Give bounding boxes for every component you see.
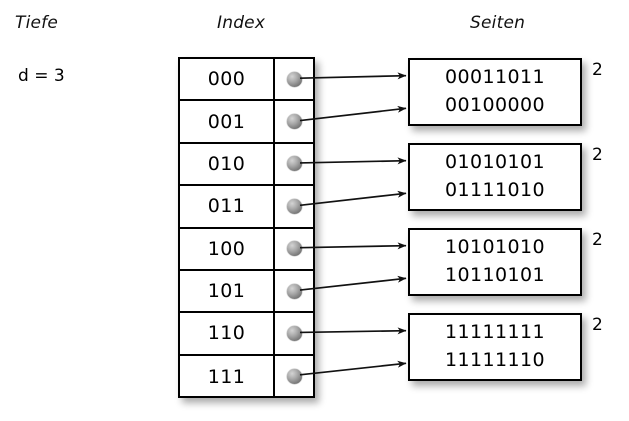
pointer-arrow <box>299 242 407 250</box>
page-local-depth: 2 <box>592 230 603 250</box>
column-header-tiefe: Tiefe <box>15 13 59 33</box>
index-pointer-cell <box>273 59 313 100</box>
index-key: 110 <box>207 322 246 345</box>
index-key: 100 <box>207 237 246 260</box>
index-pointer-cell <box>273 270 313 312</box>
index-row: 110 <box>180 313 313 356</box>
pointer-dot-icon <box>286 283 302 299</box>
page-local-depth: 2 <box>592 145 603 165</box>
pointer-arrow <box>299 105 407 122</box>
page-record: 10110101 <box>445 264 545 286</box>
pointer-dot-icon <box>286 369 302 385</box>
index-row: 000 <box>180 59 313 102</box>
index-key: 111 <box>207 365 246 388</box>
index-pointer-cell <box>273 355 313 398</box>
page-record: 01010101 <box>445 151 545 174</box>
index-pointer-cell <box>273 143 313 185</box>
page-local-depth: 2 <box>592 60 603 80</box>
pointer-dot-icon <box>286 71 302 87</box>
page-box: 01010101 01111010 <box>408 143 582 211</box>
index-key: 000 <box>207 68 246 91</box>
depth-value-label: d = 3 <box>18 66 65 86</box>
page-box: 11111111 11111110 <box>408 313 582 381</box>
pointer-dot-icon <box>286 325 302 341</box>
pointer-arrow <box>299 327 407 335</box>
page-box: 00011011 00100000 <box>408 58 582 126</box>
pointer-dot-icon <box>286 114 302 130</box>
index-table: 000 001 010 011 100 101 110 111 <box>178 57 315 398</box>
column-header-seiten: Seiten <box>470 13 526 33</box>
page-record: 11111111 <box>445 321 545 344</box>
page-record: 11111110 <box>445 349 545 371</box>
index-pointer-cell <box>273 228 313 269</box>
page-record: 01111010 <box>445 179 545 201</box>
page-record: 00011011 <box>445 66 545 89</box>
index-row: 011 <box>180 186 313 229</box>
index-row: 101 <box>180 270 313 314</box>
pointer-dot-icon <box>286 241 302 257</box>
index-key: 101 <box>207 280 246 303</box>
index-key: 010 <box>207 152 246 175</box>
index-pointer-cell <box>273 313 313 354</box>
index-key: 011 <box>207 195 246 218</box>
page-record: 00100000 <box>445 94 545 116</box>
pointer-arrow <box>299 157 407 165</box>
pointer-arrow <box>299 360 407 376</box>
page-record: 10101010 <box>445 236 545 259</box>
pointer-arrow <box>299 190 407 207</box>
pointer-arrow <box>299 72 407 80</box>
pointer-dot-icon <box>286 156 302 172</box>
index-row: 111 <box>180 355 313 398</box>
pointer-dot-icon <box>286 198 302 214</box>
column-header-index: Index <box>217 13 266 33</box>
page-box: 10101010 10110101 <box>408 228 582 296</box>
index-row: 010 <box>180 143 313 187</box>
page-local-depth: 2 <box>592 315 603 335</box>
index-key: 001 <box>207 110 246 133</box>
pointer-arrow <box>299 275 407 291</box>
index-row: 100 <box>180 228 313 271</box>
index-pointer-cell <box>273 186 313 227</box>
index-pointer-cell <box>273 101 313 142</box>
index-row: 001 <box>180 101 313 144</box>
